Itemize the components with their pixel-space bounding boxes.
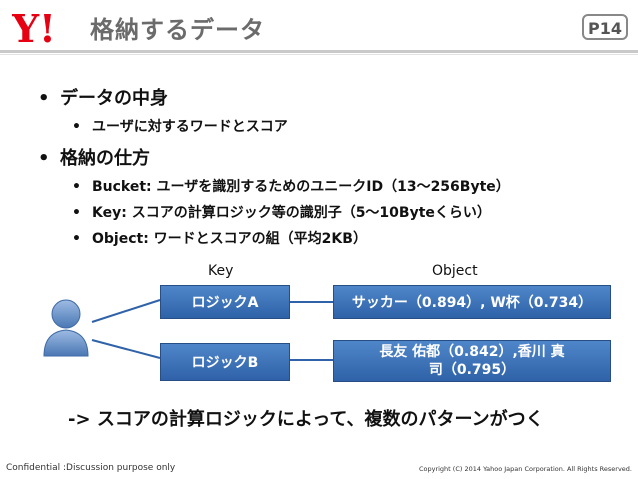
- footer-copyright: Copyright (C) 2014 Yahoo Japan Corporati…: [418, 465, 632, 473]
- slide-title: 格納するデータ: [90, 16, 265, 44]
- bullet-dot: •: [72, 179, 81, 195]
- bullet-dot: •: [72, 231, 81, 247]
- page-number-badge: P14: [582, 14, 628, 40]
- object-box-b: 長友 佑都（0.842）,香川 真司（0.795）: [333, 340, 611, 382]
- sub-bullet-key: •Key: スコアの計算ロジック等の識別子（5～10Byteくらい）: [72, 205, 491, 221]
- sub-bullet-object: •Object: ワードとスコアの組（平均2KB）: [72, 231, 367, 247]
- yahoo-logo-icon: Y!: [12, 8, 56, 48]
- bullet-dot: •: [72, 205, 81, 221]
- header-divider-thin: [0, 54, 638, 55]
- bullet-list: •データの中身 •ユーザに対するワードとスコア •格納の仕方 •Bucket: …: [38, 84, 618, 254]
- svg-text:Y!: Y!: [12, 8, 56, 48]
- key-column-label: Key: [208, 263, 234, 279]
- key-box-logic-b: ロジックB: [160, 343, 290, 381]
- bullet-storage-method: •格納の仕方: [38, 148, 150, 169]
- sub-bullet: •ユーザに対するワードとスコア: [72, 119, 288, 135]
- object-column-label: Object: [432, 263, 478, 279]
- conclusion-text: -> スコアの計算ロジックによって、複数のパターンがつく: [68, 409, 544, 430]
- bullet-dot: •: [38, 88, 50, 109]
- slide-header: Y! 格納するデータ P14: [0, 0, 638, 58]
- object-box-a: サッカー（0.894）, W杯（0.734）: [333, 285, 611, 319]
- footer-confidential: Confidential :Discussion purpose only: [6, 463, 176, 473]
- key-box-logic-a: ロジックA: [160, 285, 290, 319]
- sub-bullet-bucket: •Bucket: ユーザを識別するためのユニークID（13～256Byte）: [72, 179, 510, 195]
- bullet-dot: •: [72, 119, 81, 135]
- bullet-dot: •: [38, 148, 50, 169]
- header-divider: [0, 50, 638, 53]
- user-icon: [43, 299, 89, 357]
- bullet-data-contents: •データの中身: [38, 88, 168, 109]
